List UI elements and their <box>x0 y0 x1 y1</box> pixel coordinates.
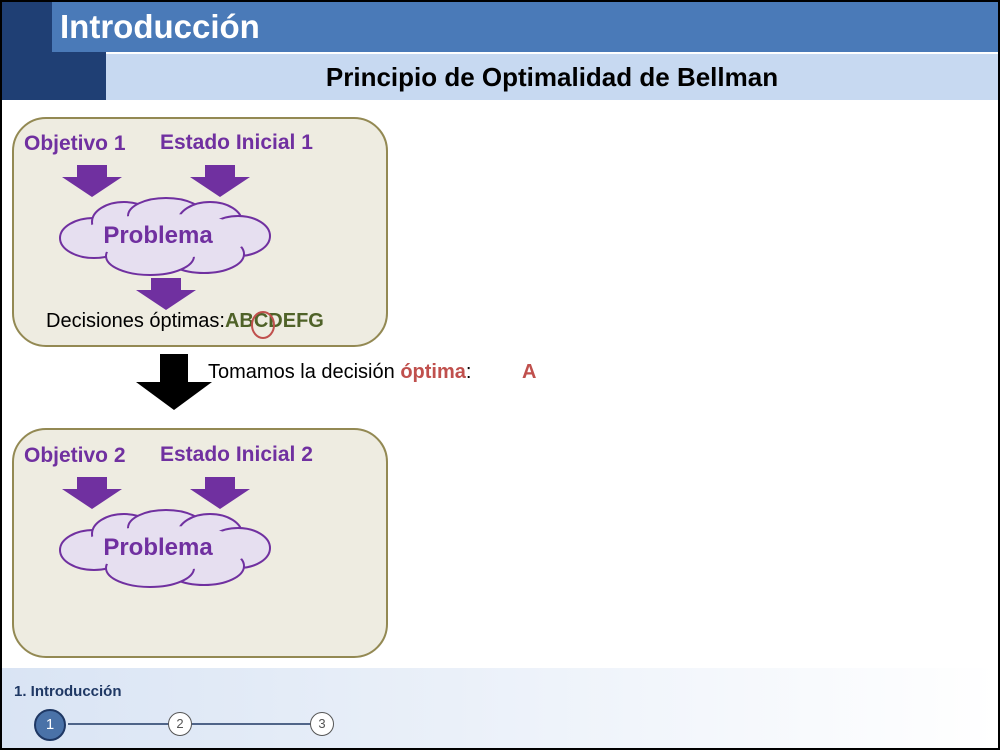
objective-2-label: Objetivo 2 <box>24 444 126 467</box>
down-arrow-icon <box>62 477 122 509</box>
optimal-decisions: Decisiones óptimas:ABCDEFG <box>46 310 324 333</box>
transition-down-arrow-icon <box>136 354 212 410</box>
highlight-circle-icon <box>251 311 275 339</box>
down-arrow-icon <box>136 278 196 310</box>
initial-state-1-label: Estado Inicial 1 <box>160 131 313 154</box>
problem-1-label: Problema <box>103 222 213 249</box>
subtitle-band <box>106 54 998 100</box>
footer-section-label: 1. Introducción <box>14 683 122 700</box>
decision-remaining-letters: BCDEFG <box>239 310 324 332</box>
slide-subtitle: Principio de Optimalidad de Bellman <box>325 62 779 92</box>
step-1-button[interactable]: 1 <box>34 709 66 741</box>
down-arrow-icon <box>190 165 250 197</box>
step-3-button[interactable]: 3 <box>310 712 334 736</box>
down-arrow-icon <box>62 165 122 197</box>
chosen-decision: A <box>522 361 537 383</box>
transition-prefix: Tomamos la decisión <box>208 361 401 383</box>
initial-state-2-label: Estado Inicial 2 <box>160 443 313 466</box>
cloud-icon <box>59 509 271 588</box>
transition-text: Tomamos la decisión óptima: <box>208 361 471 384</box>
cloud-icon <box>59 197 271 276</box>
transition-highlight: óptima <box>400 361 466 383</box>
decisions-label: Decisiones óptimas: <box>46 310 225 332</box>
header-band <box>52 2 998 52</box>
step-2-button[interactable]: 2 <box>168 712 192 736</box>
down-arrow-icon <box>190 477 250 509</box>
slide-title: Introducción <box>60 8 260 45</box>
objective-1-label: Objetivo 1 <box>24 132 126 155</box>
progress-steps <box>68 723 312 725</box>
transition-colon: : <box>465 361 472 383</box>
footer-bar <box>2 668 998 748</box>
problem-2-label: Problema <box>103 534 213 561</box>
decision-first-letter: A <box>224 310 240 332</box>
decisions-sequence: ABCDEFG <box>225 310 324 332</box>
